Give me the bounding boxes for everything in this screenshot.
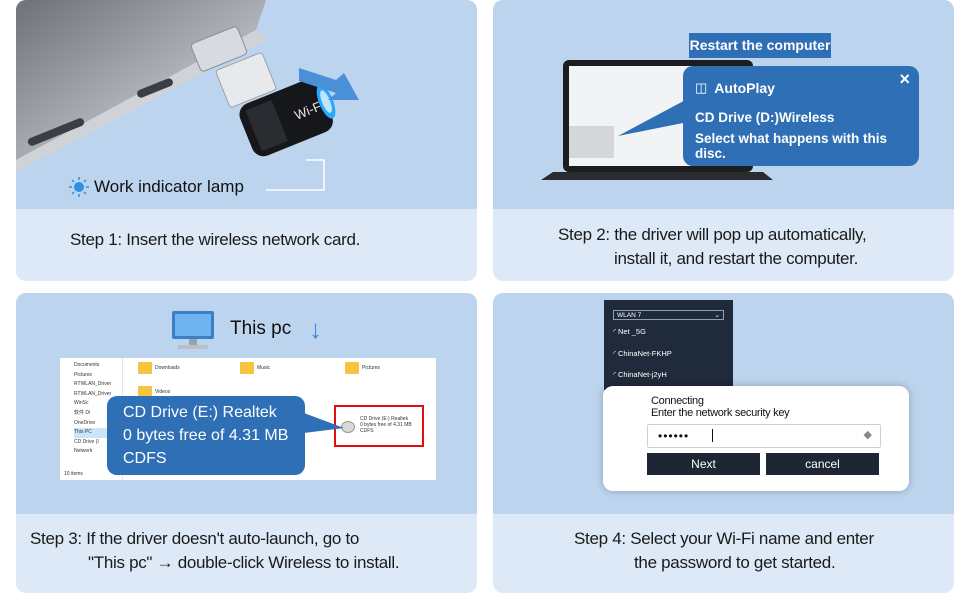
connecting-label: Connecting bbox=[651, 395, 704, 407]
autoplay-icon: ◫ bbox=[695, 80, 708, 95]
sidebar-item[interactable]: WinSc bbox=[74, 400, 89, 407]
callout-drive-name: CD Drive (E:) Realtek bbox=[123, 404, 277, 421]
step3-caption: Step 3: If the driver doesn't auto-launc… bbox=[16, 527, 477, 575]
restart-label: Restart the computer bbox=[689, 33, 831, 58]
reveal-password-icon[interactable]: ◆ bbox=[863, 429, 872, 441]
folder-pictures[interactable]: Pictures bbox=[345, 362, 380, 374]
sidebar-item[interactable]: OneDrive bbox=[74, 419, 96, 426]
step3-caption-line1: Step 3: If the driver doesn't auto-launc… bbox=[30, 529, 360, 548]
folder-icon bbox=[138, 362, 152, 374]
folder-label: Downloads bbox=[155, 365, 180, 371]
key-prompt: Enter the network security key bbox=[651, 407, 790, 419]
next-button[interactable]: Next bbox=[647, 453, 760, 475]
step3-panel: This pc ↓ Documents Pictures RTWLAN_Driv… bbox=[16, 293, 477, 593]
folder-label: Music bbox=[257, 365, 271, 371]
monitor-icon bbox=[170, 309, 216, 356]
step2-caption-line2: install it, and restart the computer. bbox=[614, 249, 859, 268]
cd-drive-item[interactable]: CD Drive (E:) Realtek 0 bytes free of 4.… bbox=[334, 405, 424, 447]
autoplay-prompt[interactable]: Select what happens with this disc. bbox=[695, 131, 888, 161]
password-value: •••••• bbox=[658, 429, 690, 443]
autoplay-title: AutoPlay bbox=[714, 80, 775, 96]
sidebar-item[interactable]: RTWLAN_Driver bbox=[74, 390, 112, 397]
step2-panel: Restart the computer ◫ AutoPlay × CD Dri… bbox=[493, 0, 954, 281]
cd-drive-icon bbox=[341, 421, 355, 433]
network-item[interactable]: ◜ ChinaNet-j2yH bbox=[613, 370, 667, 379]
step1-caption: Step 1: Insert the wireless network card… bbox=[70, 230, 361, 249]
wifi-icon: ◜ bbox=[613, 349, 616, 358]
step2-caption-line1: Step 2: the driver will pop up automatic… bbox=[558, 225, 867, 244]
sidebar-item[interactable]: Documents bbox=[74, 362, 100, 368]
wifi-icon: ◜ bbox=[613, 370, 616, 379]
wifi-network-list: WLAN 7 ⌄ ◜ Net _5G ◜ ChinaNet-FKHP ◜ Chi… bbox=[604, 300, 733, 390]
sidebar-item[interactable]: 软件 Di bbox=[74, 409, 91, 416]
network-item[interactable]: ◜ Net _5G bbox=[613, 327, 646, 336]
step4-panel: WLAN 7 ⌄ ◜ Net _5G ◜ ChinaNet-FKHP ◜ Chi… bbox=[493, 293, 954, 593]
drive-space: 0 bytes free of 4.31 MB bbox=[360, 422, 412, 428]
step4-caption-line2: the password to get started. bbox=[634, 553, 836, 572]
step1-illustration: Wi-Fi6 Work indicator lamp bbox=[16, 0, 477, 209]
folder-downloads[interactable]: Downloads bbox=[138, 362, 180, 374]
insert-arrow-icon bbox=[299, 68, 359, 100]
sidebar-item[interactable]: RTWLAN_Driver bbox=[74, 381, 112, 388]
step4-caption-line1: Step 4: Select your Wi-Fi name and enter bbox=[574, 529, 874, 548]
music-folder-icon bbox=[240, 362, 254, 374]
step4-caption: Step 4: Select your Wi-Fi name and enter… bbox=[493, 527, 954, 575]
close-icon[interactable]: × bbox=[899, 69, 910, 89]
drive-fs: CDFS bbox=[360, 428, 374, 434]
light-bulb-icon bbox=[68, 176, 90, 198]
sidebar-item-this-pc[interactable]: This PC bbox=[74, 428, 122, 438]
connect-dialog: Connecting Enter the network security ke… bbox=[603, 386, 909, 491]
step3-caption-line2: "This pc" → double-click Wireless to ins… bbox=[88, 553, 400, 572]
this-pc-label: This pc bbox=[230, 318, 292, 339]
sidebar-item[interactable]: Network bbox=[74, 448, 93, 455]
drive-line: CD Drive (D:)Wireless bbox=[695, 110, 835, 125]
step3-illustration: This pc ↓ Documents Pictures RTWLAN_Driv… bbox=[16, 293, 477, 514]
folder-videos[interactable]: Videos bbox=[138, 386, 170, 398]
step4-illustration: WLAN 7 ⌄ ◜ Net _5G ◜ ChinaNet-FKHP ◜ Chi… bbox=[493, 293, 954, 514]
network-name: ChinaNet-FKHP bbox=[618, 349, 672, 358]
callout-drive-space: 0 bytes free of 4.31 MB bbox=[123, 427, 289, 444]
sidebar-item[interactable]: Pictures bbox=[74, 371, 93, 378]
password-field[interactable]: •••••• ◆ bbox=[647, 424, 881, 448]
wlan-select[interactable]: WLAN 7 ⌄ bbox=[613, 310, 724, 320]
network-name: Net _5G bbox=[618, 327, 646, 336]
callout-drive-fs: CDFS bbox=[123, 450, 167, 467]
videos-folder-icon bbox=[138, 386, 152, 398]
down-arrow-icon: ↓ bbox=[309, 314, 322, 344]
folder-label: Videos bbox=[155, 389, 171, 395]
network-item[interactable]: ◜ ChinaNet-FKHP bbox=[613, 349, 672, 358]
drive-name: CD Drive (E:) Realtek bbox=[360, 416, 409, 422]
autoplay-popup[interactable]: ◫ AutoPlay × CD Drive (D:)Wireless Selec… bbox=[683, 66, 919, 166]
lamp-label-group: Work indicator lamp bbox=[68, 176, 244, 198]
cancel-button[interactable]: cancel bbox=[766, 453, 879, 475]
folder-label: Pictures bbox=[362, 365, 381, 371]
step2-caption: Step 2: the driver will pop up automatic… bbox=[493, 223, 954, 271]
text-cursor bbox=[712, 429, 713, 442]
step2-illustration: Restart the computer ◫ AutoPlay × CD Dri… bbox=[493, 0, 954, 209]
wlan-select-value: WLAN 7 bbox=[617, 312, 642, 319]
pictures-folder-icon bbox=[345, 362, 359, 374]
drive-callout: CD Drive (E:) Realtek 0 bytes free of 4.… bbox=[107, 396, 305, 475]
folder-music[interactable]: Music bbox=[240, 362, 270, 374]
network-name: ChinaNet-j2yH bbox=[618, 370, 667, 379]
chevron-down-icon: ⌄ bbox=[714, 312, 720, 319]
item-count: 10 items bbox=[64, 471, 83, 477]
sidebar-item[interactable]: CD Drive (I bbox=[74, 438, 99, 445]
wifi-icon: ◜ bbox=[613, 327, 616, 336]
step1-panel: Wi-Fi6 Work indicator lamp Step 1: Inser… bbox=[16, 0, 477, 281]
laptop-usb-illustration: Wi-Fi6 bbox=[16, 0, 359, 191]
lamp-label: Work indicator lamp bbox=[94, 177, 244, 196]
